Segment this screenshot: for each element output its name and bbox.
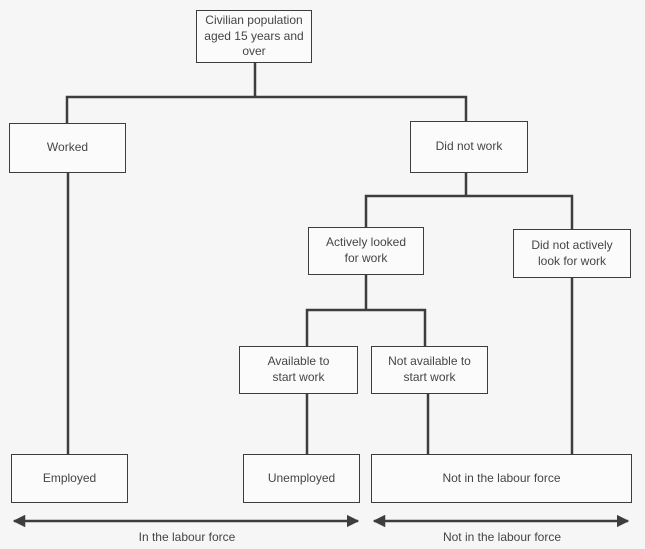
node-did-not-work: Did not work [410, 121, 528, 173]
node-did-not-actively-look-for-work: Did not actively look for work [513, 229, 631, 278]
node-actively-looked-for-work: Actively looked for work [308, 227, 424, 275]
node-employed: Employed [11, 454, 128, 503]
in-labour-force-label: In the labour force [138, 530, 236, 544]
node-available-to-start-work: Available to start work [239, 346, 358, 394]
node-not-in-the-labour-force: Not in the labour force [371, 454, 632, 503]
connector-worked-split [65, 95, 468, 124]
node-civilian-population: Civilian population aged 15 years and ov… [196, 10, 312, 63]
connector-available-split [305, 308, 427, 347]
connector-actively-split [364, 194, 574, 230]
node-not-available-to-start-work: Not available to start work [371, 346, 488, 394]
not-in-labour-force-label: Not in the labour force [442, 530, 562, 544]
node-unemployed: Unemployed [243, 454, 360, 503]
node-worked: Worked [9, 123, 126, 173]
